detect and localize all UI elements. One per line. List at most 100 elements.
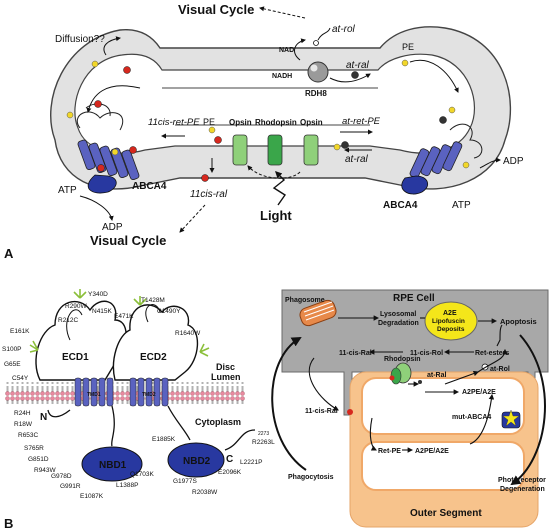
ecd1-label: ECD1 [62,352,89,363]
n-terminus-label: N [40,412,47,423]
at-rol-label: at-rol [332,24,356,35]
panel-a: A Visual Cycle Visual Cycle Diffusion?? … [4,2,524,261]
glycan [199,343,210,357]
nbd2-domain [167,442,225,478]
visual-cycle-bottom-label: Visual Cycle [90,233,166,248]
diffusion-label: Diffusion?? [55,34,105,45]
retinal-dot [123,66,131,74]
arrow-degeneration [510,334,546,486]
mutation-label: E1087K [80,493,104,500]
retinal-dot [94,100,102,108]
outer-segment-disc [361,377,525,435]
pe-head [401,59,409,67]
rdh8-sphere [307,61,329,83]
tmd2-helices [129,377,169,407]
rpe-cell-label: RPE Cell [393,293,435,304]
mutation-label: G1977S [173,478,198,485]
arrow [477,348,508,373]
mutation-label: E161K [10,328,30,335]
visual-cycle-top-label: Visual Cycle [178,2,254,17]
outer-segment-disc [361,441,525,491]
mutation-label: R18W [14,421,33,428]
ecd-extra-loops [66,304,161,341]
disc-lumen-label-1: Disc [216,362,235,372]
mutation-label: Y340D [88,291,108,298]
ecd2-label: ECD2 [140,352,167,363]
tmd1-helices [74,377,114,407]
rdh8-highlight [310,64,318,72]
c-terminus-label: C [226,454,233,465]
retinal-dot [201,174,209,182]
nad-label: NAD [279,47,294,54]
opsin-left-box [232,134,248,166]
arrow [444,370,480,385]
phagocytosis-label: Phagocytosis [288,474,334,481]
a2e-label-2: Lipofuscin [432,318,465,325]
outer-segment-label: Outer Segment [410,508,482,519]
mutation-label: E1885K [152,436,176,443]
retinal-dot [214,136,222,144]
abca4-right-label: ABCA4 [383,200,418,211]
disc-lumen-label-2: Lumen [211,372,241,382]
arrow [329,73,371,83]
aa-2273-label: 2273 [258,431,269,437]
arrow [308,357,339,411]
at-ral-lower-label: at-ral [345,154,369,165]
arrow [86,85,141,113]
mutation-label: S100P [2,346,22,353]
panel-b-letter: B [4,516,13,531]
all-trans-dot [439,116,447,124]
mutation-label: C54Y [12,375,29,382]
all-trans-dot [341,141,349,149]
cis-ret-pe-label: 11cis-ret-PE [148,117,200,128]
abca4-left-label: ABCA4 [132,181,167,192]
mutation-labels-top: Y340DT1428MR290WN415KE471KC1490YR212CE16… [2,291,201,382]
nadh-label: NADH [272,73,292,80]
mutation-label: R24H [14,410,31,417]
mutation-label: R212C [58,317,79,324]
arrow [496,324,503,347]
mutation-label: R653C [18,432,39,439]
a2e-label-1: A2E [443,310,457,317]
disc-lumen [74,53,476,154]
arrow [79,195,114,221]
light-squiggle [272,171,286,206]
retinal-dot [129,146,137,154]
retinal-dot [347,409,353,415]
opsin-right-label: Opsin [300,118,323,127]
retinal-dot [389,375,395,381]
cytoplasm-label: Cytoplasm [195,417,241,427]
a2e-deposits [424,301,478,341]
pe-head [333,143,341,151]
pe-head [462,161,470,169]
a2e-label-3: Deposits [437,326,465,333]
at-ret-pe-label: at-ret-PE [342,116,381,127]
glycan [29,340,39,353]
mutation-label: R2263L [252,439,275,446]
mutation-label: R2038W [192,489,218,496]
at-ral-upper-label: at-ral [346,60,370,71]
arrow-dashed [247,165,301,179]
pe-left-label: PE [203,117,215,127]
all-trans-dot [351,71,359,79]
apoptosis-label: Apoptosis [500,317,537,326]
mutation-label: G65E [4,361,21,368]
photoreceptor-label-2: Degeneration [500,486,545,493]
lysosomal-label-1: Lysosomal [380,311,416,318]
rhodopsin-label: Rhodopsin [255,118,297,127]
photoreceptor-label-1: Photoreceptor [498,477,546,484]
tmd1-label: TMD1 [87,392,101,398]
rhodopsin-rpe-label: Rhodopsin [384,356,421,363]
polypeptide-chain [47,405,256,451]
mutation-label: R1640W [175,330,201,337]
arrow-dashed [259,6,306,19]
ecd2-domain [112,304,199,381]
os-cis-ral-label: 11-cis-Ral [305,408,338,415]
mut-abca4-label: mut-ABCA4 [452,414,491,421]
at-ral-rpe-label: at-Ral [427,372,447,379]
mutation-label: G851D [28,456,49,463]
arrow [469,393,495,445]
pe-head [66,111,74,119]
mutation-label: S765R [24,445,44,452]
